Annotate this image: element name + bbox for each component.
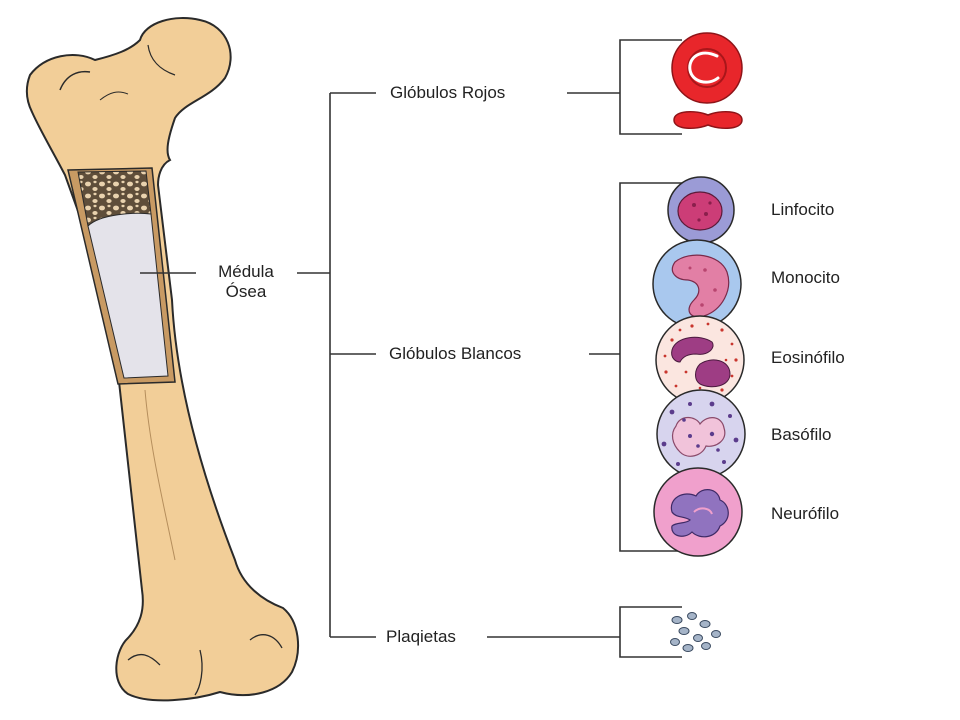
white-cells-label: Glóbulos Blancos [389, 344, 522, 363]
femur-bone [25, 17, 299, 702]
neutrophil-label: Neurófilo [771, 504, 840, 523]
basophil-label: Basófilo [771, 425, 832, 444]
lymphocyte-icon [667, 176, 735, 244]
neutrophil-icon [653, 467, 743, 557]
basophil-icon [656, 389, 746, 479]
platelets-label: Plaqietas [386, 627, 456, 646]
marrow-label-line1: Médula [218, 262, 274, 281]
lymphocyte-label: Linfocito [771, 200, 835, 219]
marrow-label: Médula Ósea [198, 262, 294, 302]
red-blood-cell-side-icon [673, 110, 743, 130]
red-blood-cell-icon [671, 32, 743, 104]
monocyte-icon [652, 239, 742, 329]
marrow-cavity [87, 212, 169, 379]
eosinophil-label: Eosinófilo [771, 348, 845, 367]
connector-lines [140, 39, 682, 658]
eosinophil-icon [655, 315, 745, 405]
marrow-label-line2: Ósea [225, 282, 267, 301]
red-cells-label: Glóbulos Rojos [390, 83, 506, 102]
platelets-icon [670, 612, 721, 652]
monocyte-label: Monocito [771, 268, 840, 287]
